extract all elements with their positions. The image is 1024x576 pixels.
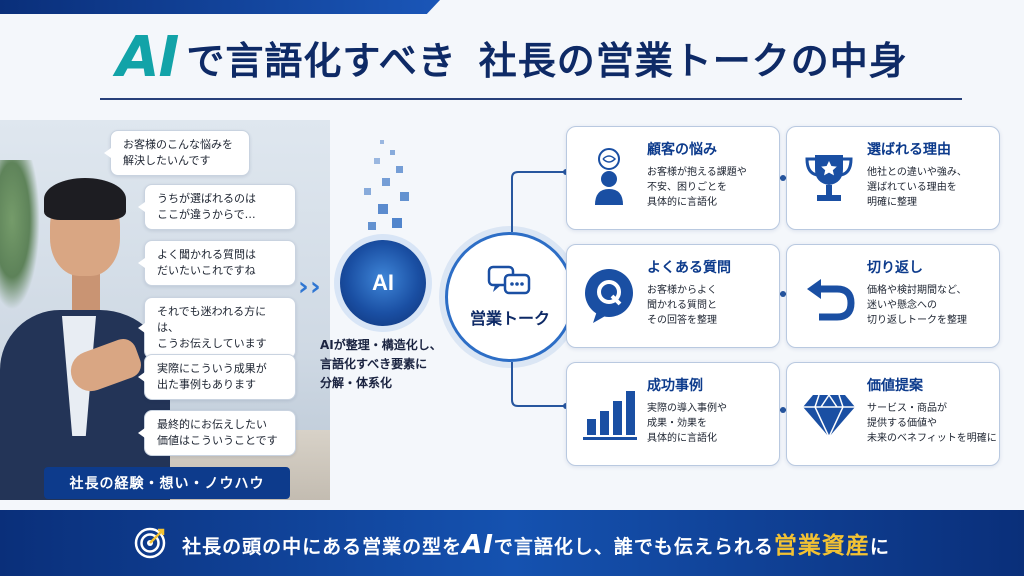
card-desc-line: サービス・商品が [867,403,947,414]
trophy-icon [805,155,853,201]
top-accent-bar [0,0,440,14]
chevron-right-icon: › [298,272,309,302]
card-desc-line: お客様が抱える課題や [647,167,747,178]
card-faq: よくある質問 お客様からよく 聞かれる質問と その回答を整理 [566,244,780,348]
bubble-line: ここが違うからで… [157,208,256,221]
card-desc-line: 成果・効果を [647,418,707,429]
card-rebuttal: 切り返し 価格や検討期間など、 迷いや懸念への 切り返しトークを整理 [786,244,1000,348]
card-desc: サービス・商品が 提供する価値や 未来のベネフィットを明確に [867,401,997,446]
card-title: 切り返し [867,260,923,276]
card-desc-line: 切り返しトークを整理 [867,315,967,326]
card-desc-line: 明確に整理 [867,197,917,208]
speech-bubble: うちが選ばれるのは ここが違うからで… [138,184,296,230]
bubble-line: それでも迷われる方には、 [157,305,267,334]
bubble-line: うちが選ばれるのは [157,192,256,205]
ai-brain-icon: AI [340,240,426,326]
footer-ai: AI [462,530,494,560]
card-title: 顧客の悩み [647,142,717,158]
president-neck [72,270,100,310]
card-desc-line: 選ばれている理由を [867,182,957,193]
card-desc-line: 他社との違いや強み、 [867,167,967,178]
plant-decoration [0,160,40,310]
bubble-line: こうお伝えしています [157,337,267,350]
diamond-icon [803,394,855,439]
card-desc-line: 提供する価値や [867,418,937,429]
card-customer-pain: 顧客の悩み お客様が抱える課題や 不安、困りごとを 具体的に言語化 [566,126,780,230]
bubble-line: 価値はこういうことです [157,434,278,447]
card-desc-line: 具体的に言語化 [647,197,717,208]
card-desc-line: 実際の導入事例や [647,403,727,414]
ai-badge: AI [372,270,394,295]
bottom-message: 社長の頭の中にある営業の型をAIで言語化し、誰でも伝えられる営業資産に [182,526,890,560]
card-title: よくある質問 [647,260,731,276]
president-label: 社長の経験・想い・ノウハウ [44,467,290,499]
sales-talk-label: 営業トーク [469,309,550,328]
card-desc-line: 価格や検討期間など、 [867,285,967,296]
card-desc-line: 不安、困りごとを [647,182,727,193]
title-ai: AI [116,24,179,90]
card-reasons-chosen: 選ばれる理由 他社との違いや強み、 選ばれている理由を 明確に整理 [786,126,1000,230]
card-value-proposition: 価値提案 サービス・商品が 提供する価値や 未来のベネフィットを明確に [786,362,1000,466]
speech-bubble: お客様のこんな悩みを 解決したいんです [104,130,250,176]
card-title: 成功事例 [647,378,703,394]
pixel-decoration [360,140,420,240]
footer-text: に [869,536,890,558]
bubble-line: お客様のこんな悩みを [123,138,233,151]
card-desc-line: その回答を整理 [647,315,717,326]
bubble-line: 実際にこういう成果が [157,362,267,375]
q-bubble-icon [585,269,633,323]
bubble-line: 出た事例もあります [157,378,256,391]
chat-bubbles-icon [487,265,531,295]
bubble-line: 最終的にお伝えしたい [157,418,267,431]
title-part2: 社長の営業トークの中身 [478,38,908,83]
title-underline [100,98,962,100]
bar-chart-icon [583,391,637,440]
card-desc-line: お客様からよく [647,285,717,296]
title-part1: で言語化すべき [186,38,457,83]
footer-highlight: 営業資産 [773,533,870,559]
card-title: 価値提案 [867,378,923,394]
footer-text: 社長の頭の中にある営業の型を [182,536,463,558]
president-hair [44,178,126,220]
person-thinking-icon [595,148,623,205]
card-desc: お客様からよく 聞かれる質問と その回答を整理 [647,283,717,328]
speech-bubble: 実際にこういう成果が 出た事例もあります [138,354,296,400]
sales-talk-hub: 営業トーク [445,232,575,362]
card-desc-line: 迷いや懸念への [867,300,937,311]
ai-caption-line: 分解・体系化 [320,376,393,390]
bottom-banner: 社長の頭の中にある営業の型をAIで言語化し、誰でも伝えられる営業資産に [0,510,1024,576]
card-desc-line: 聞かれる質問と [647,300,717,311]
card-desc: 価格や検討期間など、 迷いや懸念への 切り返しトークを整理 [867,283,967,328]
ai-caption: AIが整理・構造化し、 言語化すべき要素に 分解・体系化 [320,336,460,393]
ai-caption-line: 言語化すべき要素に [320,357,428,371]
card-desc: 他社との違いや強み、 選ばれている理由を 明確に整理 [867,165,967,210]
return-arrow-icon [807,279,855,321]
chevron-right-icon: › [310,272,321,302]
page-title: AI で言語化すべき 社長の営業トークの中身 [0,22,1024,92]
bubble-line: よく聞かれる質問は [157,248,256,261]
card-success-cases: 成功事例 実際の導入事例や 成果・効果を 具体的に言語化 [566,362,780,466]
bubble-line: 解決したいんです [123,154,211,167]
card-desc: お客様が抱える課題や 不安、困りごとを 具体的に言語化 [647,165,747,210]
card-desc-line: 具体的に言語化 [647,433,717,444]
footer-text: で言語化し、誰でも伝えられる [493,536,774,558]
speech-bubble: 最終的にお伝えしたい 価値はこういうことです [138,410,296,456]
ai-caption-line: AIが整理・構造化し、 [320,338,442,352]
card-desc: 実際の導入事例や 成果・効果を 具体的に言語化 [647,401,727,446]
speech-bubble: それでも迷われる方には、 こうお伝えしています [138,297,296,359]
card-desc-line: 未来のベネフィットを明確に [867,433,997,444]
speech-bubble: よく聞かれる質問は だいたいこれですね [138,240,296,286]
card-title: 選ばれる理由 [867,142,951,158]
target-icon [134,527,166,559]
bubble-line: だいたいこれですね [157,264,256,277]
